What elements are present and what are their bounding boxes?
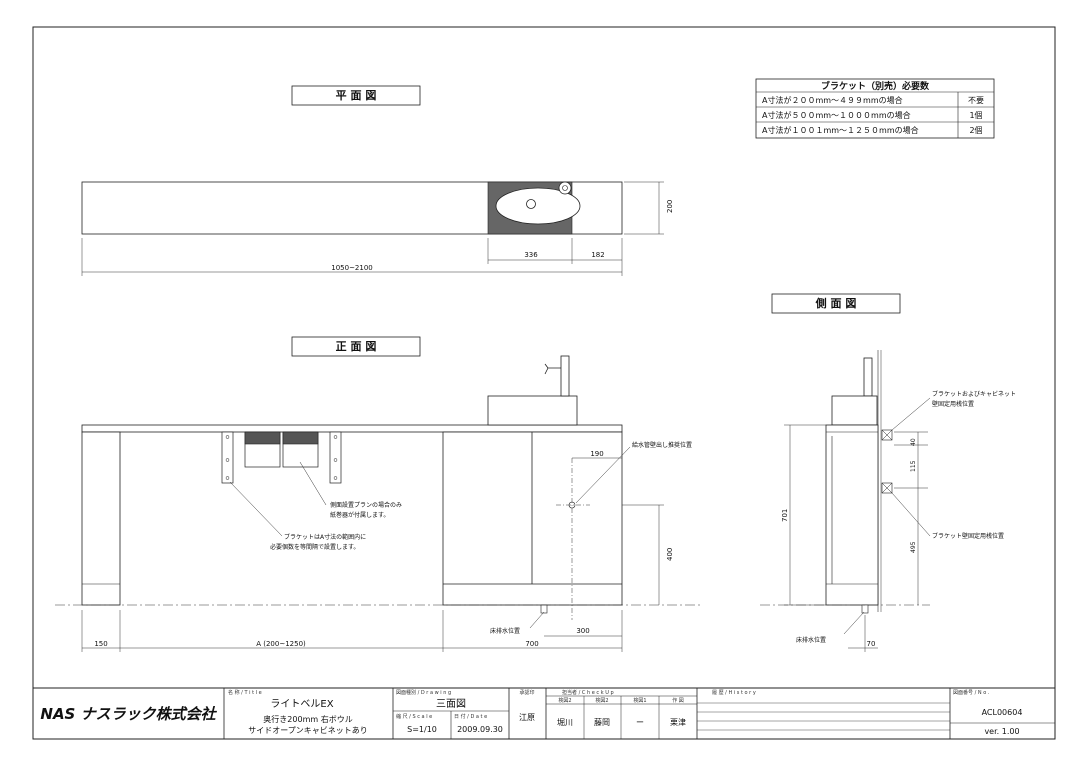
company-logo: NAS ナスラック株式会社 xyxy=(40,705,217,723)
front-bowl xyxy=(487,395,578,426)
front-400-dim: 400 xyxy=(666,548,674,561)
drawing-version: ver. 1.00 xyxy=(984,727,1019,736)
check-val-1: 堀川 xyxy=(557,718,573,727)
bracket-table-header: ブラケット（別売）必要数 xyxy=(821,80,930,92)
side-bowl xyxy=(831,395,878,426)
plan-view-title: 平 面 図 xyxy=(336,88,377,102)
bracket-table: ブラケット（別売）必要数 A寸法が２００mm～４９９mmの場合 不要 A寸法が５… xyxy=(755,78,995,139)
plan-drain xyxy=(526,199,536,209)
title-main: ライトベルEX xyxy=(270,698,333,710)
floor-drain-side-note: 床排水位置 xyxy=(796,636,826,644)
front-left-leg xyxy=(81,431,121,606)
bracket-right xyxy=(329,431,342,484)
bracket-left xyxy=(221,431,234,484)
plan-view: 平 面 図 200 336 182 1050~2100 xyxy=(81,85,674,276)
title-subtitle-1: 奥行き200mm 右ボウル xyxy=(263,714,352,724)
floor-drain-front-note: 床排水位置 xyxy=(490,627,520,635)
plan-total-dim: 1050~2100 xyxy=(331,264,373,272)
bracket-row-1-condition: A寸法が２００mm～４９９mmの場合 xyxy=(762,95,903,105)
bracket-note-2: 必要個数を等間隔で設置します。 xyxy=(270,543,359,551)
side-495-dim: 495 xyxy=(910,541,917,553)
front-cabinet xyxy=(442,431,623,606)
plan-bowl xyxy=(495,187,581,225)
side-40-dim: 40 xyxy=(910,438,917,446)
check-col-4: 作 図 xyxy=(672,697,684,704)
bracket-row-2-count: 1個 xyxy=(969,110,982,120)
history-label: 履 歴 / H i s t o r y xyxy=(712,690,756,696)
side-115-dim: 115 xyxy=(910,460,917,472)
check-val-4: 栗津 xyxy=(670,717,686,727)
front-a-dim: A (200~1250) xyxy=(256,640,306,648)
side-top-note-2: 壁固定用桟位置 xyxy=(932,400,974,408)
side-70-dim: 70 xyxy=(867,640,876,648)
plan-depth-dim: 200 xyxy=(666,200,674,213)
plan-bowl-dim: 336 xyxy=(524,251,538,259)
side-701-dim: 701 xyxy=(781,509,789,522)
paper-holder-note-2: 紙巻器が付属します。 xyxy=(330,511,389,519)
bracket-row-2-condition: A寸法が５００mm～１０００mmの場合 xyxy=(762,110,911,120)
side-view: 側 面 図 701 40 115 495 xyxy=(760,293,1016,652)
number-label: 図面番号 / N o . xyxy=(953,689,990,696)
front-view: 正 面 図 側面設置プランの場合のみ 紙巻器が付属します。 xyxy=(55,336,700,652)
check-col-2: 検図2 xyxy=(595,697,608,704)
bracket-row-3-condition: A寸法が１００１mm～１２５０mmの場合 xyxy=(762,125,919,135)
drawing-label: 図面種別 / D r a w i n g xyxy=(396,689,451,696)
side-cabinet xyxy=(825,424,879,606)
front-700-dim: 700 xyxy=(525,640,538,648)
side-view-title: 側 面 図 xyxy=(815,296,857,310)
plan-right-dim: 182 xyxy=(591,251,604,259)
side-top-note-1: ブラケットおよびキャビネット xyxy=(932,390,1016,398)
check-col-3: 検図1 xyxy=(633,697,646,704)
approver-label: 承認印 xyxy=(519,689,534,696)
front-150-dim: 150 xyxy=(94,640,107,648)
front-190-dim: 190 xyxy=(590,450,603,458)
check-val-3: ー xyxy=(636,718,644,727)
paper-holder-note-1: 側面設置プランの場合のみ xyxy=(330,501,402,509)
date-value: 2009.09.30 xyxy=(457,725,503,734)
check-col-1: 検図2 xyxy=(558,697,571,704)
bracket-note-1: ブラケットはA寸法の範囲内に xyxy=(284,533,366,541)
front-counter xyxy=(81,424,623,433)
date-label: 日 付 / D a t e xyxy=(454,713,487,720)
water-supply-note: 給水管壁出し推奨位置 xyxy=(632,441,692,449)
bracket-row-3-count: 2個 xyxy=(969,125,982,135)
plan-faucet xyxy=(558,181,572,195)
title-subtitle-2: サイドオープンキャビネットあり xyxy=(248,726,368,735)
title-label: 名 称 / T i t l e xyxy=(228,689,262,696)
title-block: NAS ナスラック株式会社 名 称 / T i t l e ライトベルEX 奥行… xyxy=(32,687,1056,740)
drawing-type: 三面図 xyxy=(436,698,466,710)
scale-value: S=1/10 xyxy=(407,725,437,734)
side-bottom-note: ブラケット壁固定用桟位置 xyxy=(932,532,1004,540)
front-view-title: 正 面 図 xyxy=(336,339,377,353)
front-300-dim: 300 xyxy=(576,627,589,635)
drawing-number: ACL00604 xyxy=(982,708,1023,717)
bracket-row-1-count: 不要 xyxy=(968,96,984,105)
approver-value: 江原 xyxy=(519,713,535,722)
scale-label: 縮 尺 / S c a l e xyxy=(396,713,432,720)
front-faucet xyxy=(560,355,570,397)
check-label: 担当者 / C h e c k U p xyxy=(562,689,614,696)
check-val-2: 藤岡 xyxy=(594,717,610,727)
